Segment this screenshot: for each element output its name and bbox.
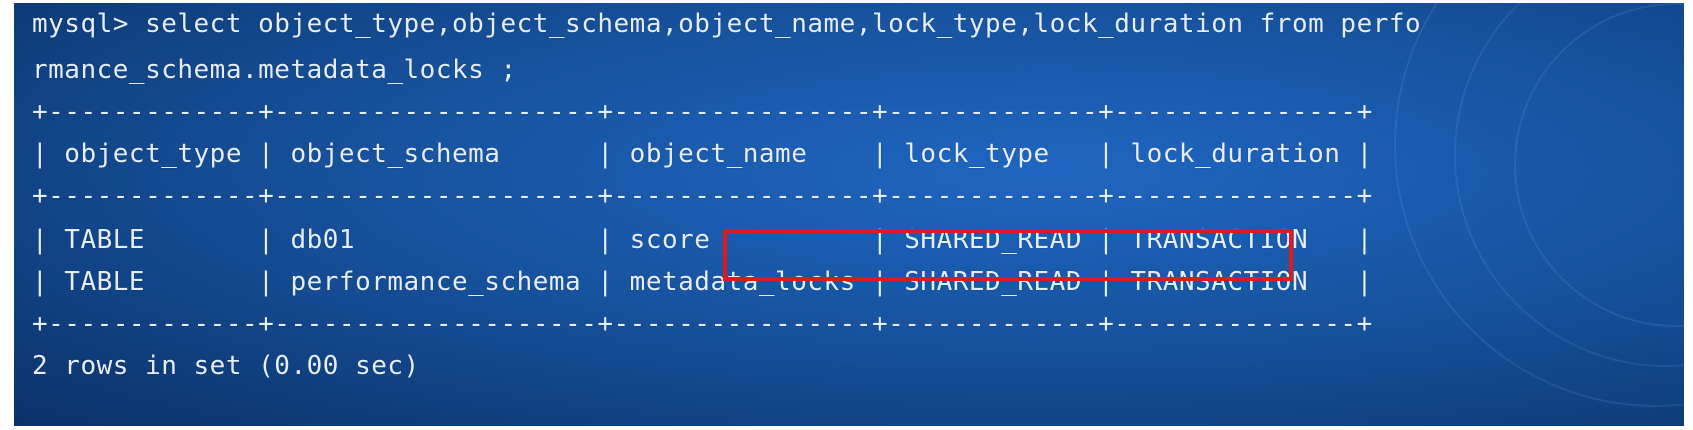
table-border-bottom: +-------------+--------------------+----… bbox=[32, 309, 1373, 339]
command-line-wrap: rmance_schema.metadata_locks ; bbox=[32, 55, 517, 85]
highlight-box bbox=[723, 229, 1293, 281]
command-line: mysql> select object_type,object_schema,… bbox=[32, 9, 1422, 39]
table-border-top: +-------------+--------------------+----… bbox=[32, 97, 1373, 127]
table-border-mid: +-------------+--------------------+----… bbox=[32, 181, 1373, 211]
table-row: | TABLE | performance_schema | metadata_… bbox=[32, 267, 1373, 297]
table-header-row: | object_type | object_schema | object_n… bbox=[32, 139, 1373, 169]
terminal-window: mysql> select object_type,object_schema,… bbox=[14, 3, 1684, 426]
result-summary: 2 rows in set (0.00 sec) bbox=[32, 351, 420, 381]
